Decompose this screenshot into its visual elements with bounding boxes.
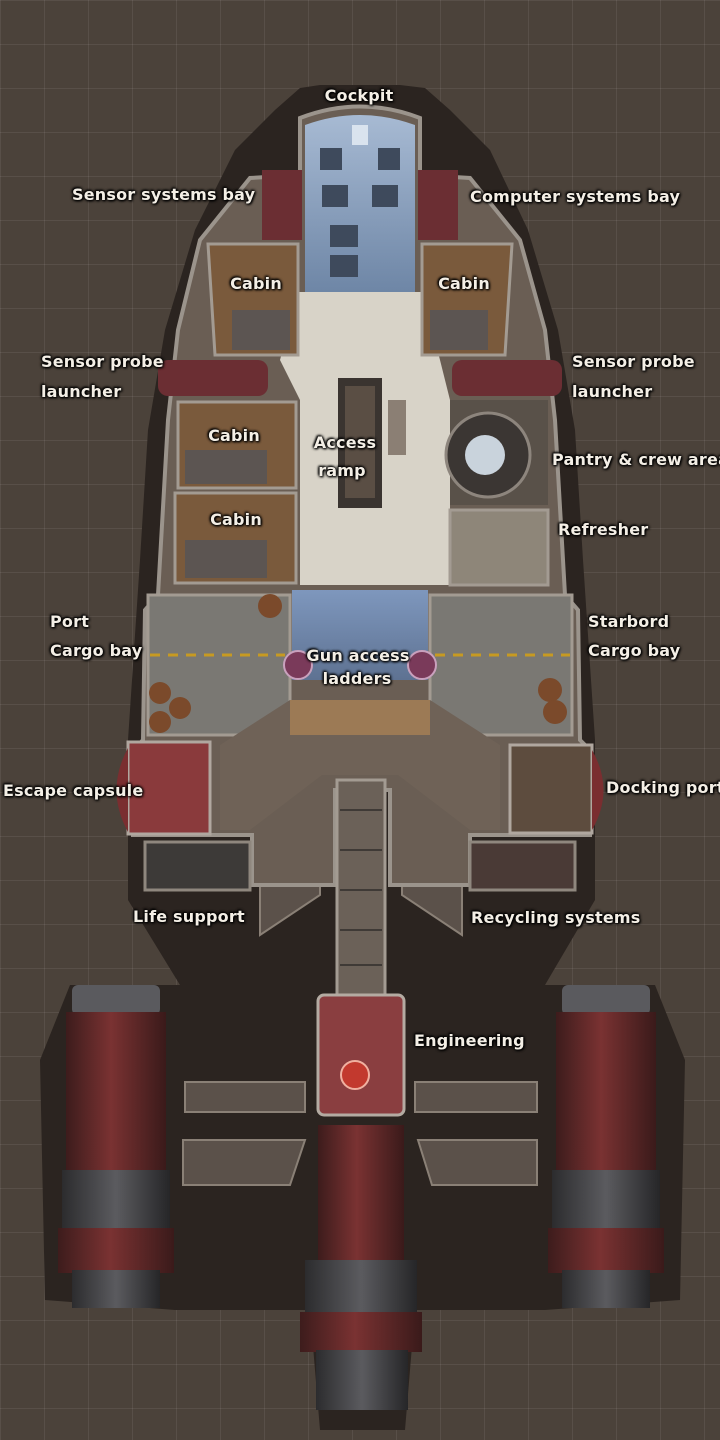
label-port-cargo-2: Cargo bay (50, 641, 143, 660)
life-support-room (143, 840, 252, 892)
label-cabin-mid-left-2: Cabin (210, 510, 262, 529)
label-life-support: Life support (133, 907, 245, 926)
gun-access-area (292, 590, 428, 680)
label-access-ramp-2: ramp (318, 461, 366, 480)
label-access-ramp: Access (313, 433, 377, 452)
label-gun-access: Gun access (306, 646, 410, 665)
label-cockpit: Cockpit (324, 86, 394, 105)
label-sensor-systems-bay: Sensor systems bay (72, 185, 256, 204)
label-cabin-mid-left-1: Cabin (208, 426, 260, 445)
label-cabin-upper-left: Cabin (230, 274, 282, 293)
label-sensor-probe-right-2: launcher (572, 382, 653, 401)
sensor-bays (158, 170, 562, 396)
label-sensor-probe-left-2: launcher (41, 382, 122, 401)
label-pantry-crew-area: Pantry & crew area (552, 450, 720, 469)
label-computer-systems-bay: Computer systems bay (470, 187, 681, 206)
label-sensor-probe-left: Sensor probe (41, 352, 164, 371)
label-starboard-cargo-2: Cargo bay (588, 641, 681, 660)
label-docking-port: Docking port (606, 778, 720, 797)
refresher-room (448, 508, 550, 587)
label-refresher: Refresher (558, 520, 649, 539)
spine-corridor (335, 778, 387, 997)
label-sensor-probe-right: Sensor probe (572, 352, 695, 371)
label-gun-access-2: ladders (322, 669, 392, 688)
label-cabin-upper-right: Cabin (438, 274, 490, 293)
port-engine (58, 985, 174, 1308)
label-recycling-systems: Recycling systems (471, 908, 641, 927)
docking-port-room (508, 743, 594, 835)
center-engine (300, 1125, 422, 1410)
recycling-room (468, 840, 577, 892)
label-starboard-cargo: Starbord (588, 612, 670, 631)
label-engineering: Engineering (414, 1031, 525, 1050)
starboard-engine (548, 985, 664, 1308)
engineering-room (316, 993, 406, 1117)
label-escape-capsule: Escape capsule (3, 781, 144, 800)
label-port-cargo: Port (50, 612, 90, 631)
